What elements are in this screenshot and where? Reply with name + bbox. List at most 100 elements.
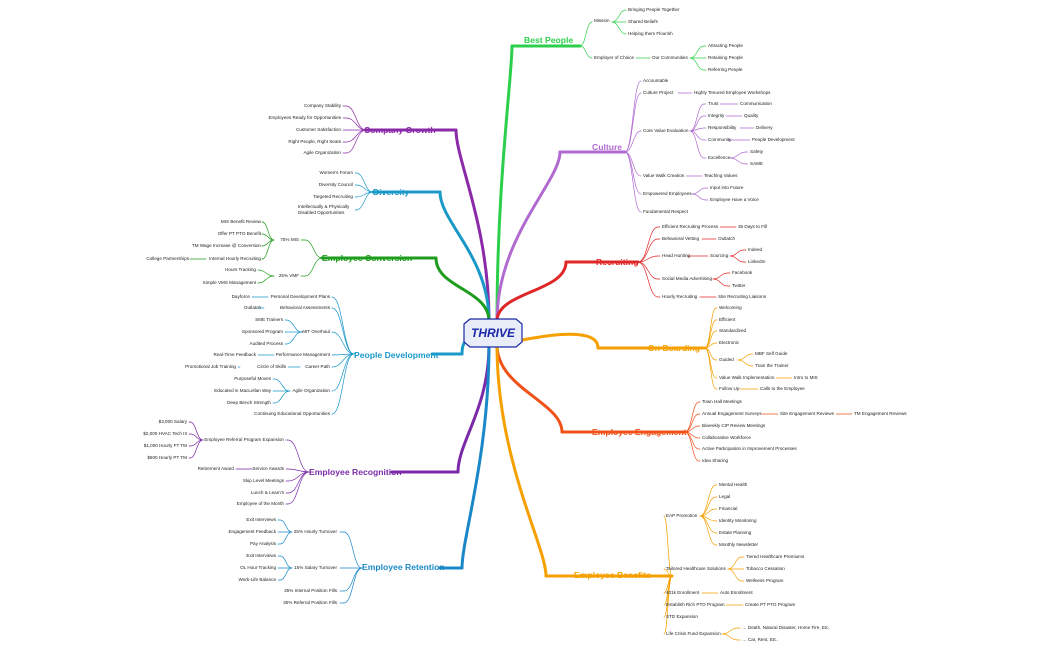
node-mbf-guide[interactable]: MBF Self Guide bbox=[755, 351, 788, 356]
node-death-disaster[interactable]: … Death, Natural Disaster, Home Fire, Et… bbox=[742, 625, 830, 630]
node-1000-hourly[interactable]: $1,000 Hourly FT TM bbox=[143, 443, 187, 448]
node-community[interactable]: Community bbox=[708, 137, 732, 142]
node-empowered[interactable]: Empowered Employees bbox=[643, 191, 692, 196]
node-guided[interactable]: Guided bbox=[719, 357, 734, 362]
branch-recruiting[interactable]: Recruiting bbox=[596, 257, 639, 267]
node-value-walk[interactable]: Value Walk Creation bbox=[643, 173, 685, 178]
node-internal-hourly[interactable]: Internal Hourly Recruiting bbox=[209, 256, 261, 261]
node-3000-salary[interactable]: $3,000 Salary bbox=[158, 419, 187, 424]
node-company-stability[interactable]: Company Stability bbox=[303, 103, 341, 108]
node-town-hall[interactable]: Town Hall Meetings bbox=[702, 399, 742, 404]
node-ot-tracking[interactable]: OL Hour Tracking bbox=[240, 565, 276, 570]
node-our-communities[interactable]: Our Communities bbox=[652, 55, 688, 60]
node-sponsored-program[interactable]: Sponsored Program bbox=[241, 329, 283, 334]
node-linkedin[interactable]: LinkedIn bbox=[748, 259, 766, 264]
node-purposeful-moves[interactable]: Purposeful Moves bbox=[234, 376, 271, 381]
node-targeted-recruiting[interactable]: Targeted Recruiting bbox=[313, 194, 353, 199]
node-tm-reviews[interactable]: TM Engagement Reviews bbox=[854, 411, 907, 416]
node-safety[interactable]: Safety bbox=[750, 149, 764, 154]
node-hourly-recruiting[interactable]: Hourly Recruiting bbox=[662, 294, 698, 299]
node-have-voice[interactable]: Employee Have a Voice bbox=[710, 197, 759, 202]
node-quality[interactable]: Quality bbox=[744, 113, 759, 118]
node-fundamental[interactable]: Fundamental Respect bbox=[643, 209, 688, 214]
node-financial[interactable]: Financial bbox=[719, 506, 738, 511]
node-employees-ready[interactable]: Employees Ready for Opportunities bbox=[268, 115, 341, 120]
node-facebook[interactable]: Facebook bbox=[732, 270, 753, 275]
node-outlatch[interactable]: Outlatch bbox=[718, 236, 736, 241]
node-mission[interactable]: Mission bbox=[594, 18, 610, 23]
node-401k[interactable]: 401k Enrollment bbox=[666, 590, 700, 595]
node-create-pt-pto[interactable]: Create PT PTO Program bbox=[745, 602, 796, 607]
node-skip-level[interactable]: Skip Level Meetings bbox=[242, 478, 284, 483]
node-service-awards[interactable]: Service Awards bbox=[252, 466, 284, 471]
node-train-trainer[interactable]: Train the Trainer bbox=[755, 363, 789, 368]
node-electronic[interactable]: Electronic bbox=[719, 340, 740, 345]
node-35-days[interactable]: 35 Days to Fill bbox=[738, 224, 768, 229]
node-outlatch-pd[interactable]: Outlatch bbox=[243, 305, 261, 310]
node-mit-overhaul[interactable]: MIT Overhaul bbox=[302, 329, 330, 334]
node-75-mis[interactable]: 75% MIS bbox=[280, 237, 299, 242]
node-intro-mis[interactable]: Intro to MIS bbox=[794, 375, 818, 380]
node-delivery[interactable]: Delivery bbox=[756, 125, 773, 130]
node-tobacco[interactable]: Tobacco Cessation bbox=[746, 566, 785, 571]
node-college-partnerships[interactable]: College Partnerships bbox=[146, 256, 189, 261]
branch-on-boarding[interactable]: On Boarding bbox=[648, 343, 701, 353]
node-exit-interviews-1[interactable]: Exit Interviews bbox=[246, 517, 276, 522]
node-audited-process[interactable]: Audited Process bbox=[249, 341, 283, 346]
node-right-seats[interactable]: Right People, Right Seats bbox=[288, 139, 341, 144]
node-hours-tracking[interactable]: Hours Tracking bbox=[225, 267, 256, 272]
node-std[interactable]: STD Expansion bbox=[666, 614, 698, 619]
node-responsibility[interactable]: Responsibility bbox=[708, 125, 737, 130]
branch-employee-recognition[interactable]: Employee Recognition bbox=[309, 467, 402, 477]
node-continuing-education[interactable]: Continuing Educational Opportunities bbox=[254, 411, 330, 416]
node-pay-analysis[interactable]: Pay Analysis bbox=[249, 541, 276, 546]
node-tenured-workshops[interactable]: Highly Tenured Employee Workshops bbox=[694, 90, 771, 95]
node-behavioral-vetting[interactable]: Behavioral Vetting bbox=[662, 236, 700, 241]
node-career-path[interactable]: Career Path bbox=[305, 364, 330, 369]
node-mis-benefit-review[interactable]: MIS Benefit Review bbox=[220, 219, 261, 224]
node-25-vmf[interactable]: 25% VMF bbox=[278, 273, 299, 278]
branch-employee-engagement[interactable]: Employee Engagement bbox=[592, 427, 687, 437]
node-performance-mgmt[interactable]: Performance Management bbox=[275, 352, 330, 357]
branch-employee-retention[interactable]: Employee Retention bbox=[362, 562, 445, 572]
branch-company-growth[interactable]: Company Growth bbox=[364, 125, 436, 135]
branch-employee-benefits[interactable]: Employee Benefits bbox=[574, 570, 651, 580]
node-intellectually[interactable]: Intellectually & Physically bbox=[298, 204, 350, 209]
node-diversity-council[interactable]: Diversity Council bbox=[318, 182, 353, 187]
node-behavioral-assessments[interactable]: Behavioral Assessments bbox=[279, 305, 330, 310]
node-wellness[interactable]: Wellness Program bbox=[746, 578, 784, 583]
node-efficient[interactable]: Efficient bbox=[719, 317, 736, 322]
node-work-life[interactable]: Work-Life Balance bbox=[238, 577, 276, 582]
node-annual-surveys[interactable]: Annual Engagement Surveys bbox=[702, 411, 762, 416]
node-bringing[interactable]: Bringing People Together bbox=[628, 7, 680, 12]
node-twitter[interactable]: Twitter bbox=[732, 283, 746, 288]
node-realtime-feedback[interactable]: Real-Time Feedback bbox=[213, 352, 256, 357]
node-600-hourly[interactable]: $600 Hourly PT TM bbox=[147, 455, 187, 460]
node-tm-wage[interactable]: TM Wage Increase @ Conversion bbox=[191, 243, 261, 248]
node-shared[interactable]: Shared Beliefs bbox=[628, 19, 658, 24]
node-people-development[interactable]: People Development bbox=[752, 137, 795, 142]
branch-best-people[interactable]: Best People bbox=[524, 35, 574, 45]
node-internal-fills[interactable]: 35% Internal Position Fills bbox=[284, 588, 337, 593]
node-agile-org-pd[interactable]: Agile Organization bbox=[292, 388, 330, 393]
node-estate[interactable]: Estate Planning bbox=[719, 530, 752, 535]
node-standardized[interactable]: Standardized bbox=[719, 328, 747, 333]
node-culture-project[interactable]: Culture Project bbox=[643, 90, 674, 95]
node-indeed[interactable]: Indeed bbox=[748, 247, 763, 252]
node-car-rent[interactable]: … Car, Rent, Etc. bbox=[742, 637, 778, 642]
node-agile-organization[interactable]: Agile Organization bbox=[303, 150, 341, 155]
root-node[interactable]: THRIVE bbox=[462, 318, 524, 348]
node-input-future[interactable]: Input into Future bbox=[710, 185, 744, 190]
node-25-hourly-turnover[interactable]: 25% Hourly Turnover bbox=[293, 529, 337, 534]
node-offer-pt-pto[interactable]: Offer PT PTO Benefit bbox=[217, 231, 261, 236]
node-crisis-fund[interactable]: Life Crisis Fund Expansion bbox=[666, 631, 721, 636]
node-core-value[interactable]: Core Value Evaluation bbox=[643, 128, 689, 133]
branch-culture[interactable]: Culture bbox=[592, 142, 623, 152]
node-same[interactable]: SAME bbox=[750, 161, 764, 166]
node-trust[interactable]: Trust bbox=[708, 101, 719, 106]
node-exit-interviews-2[interactable]: Exit Interviews bbox=[246, 553, 276, 558]
node-eap[interactable]: EAP Promotion bbox=[666, 513, 698, 518]
node-tiered[interactable]: Tiered Healthcare Premiums bbox=[746, 554, 805, 559]
node-idea-sharing[interactable]: Idea Sharing bbox=[702, 458, 729, 463]
node-vw-implementation[interactable]: Value Walk Implementation bbox=[719, 375, 775, 380]
